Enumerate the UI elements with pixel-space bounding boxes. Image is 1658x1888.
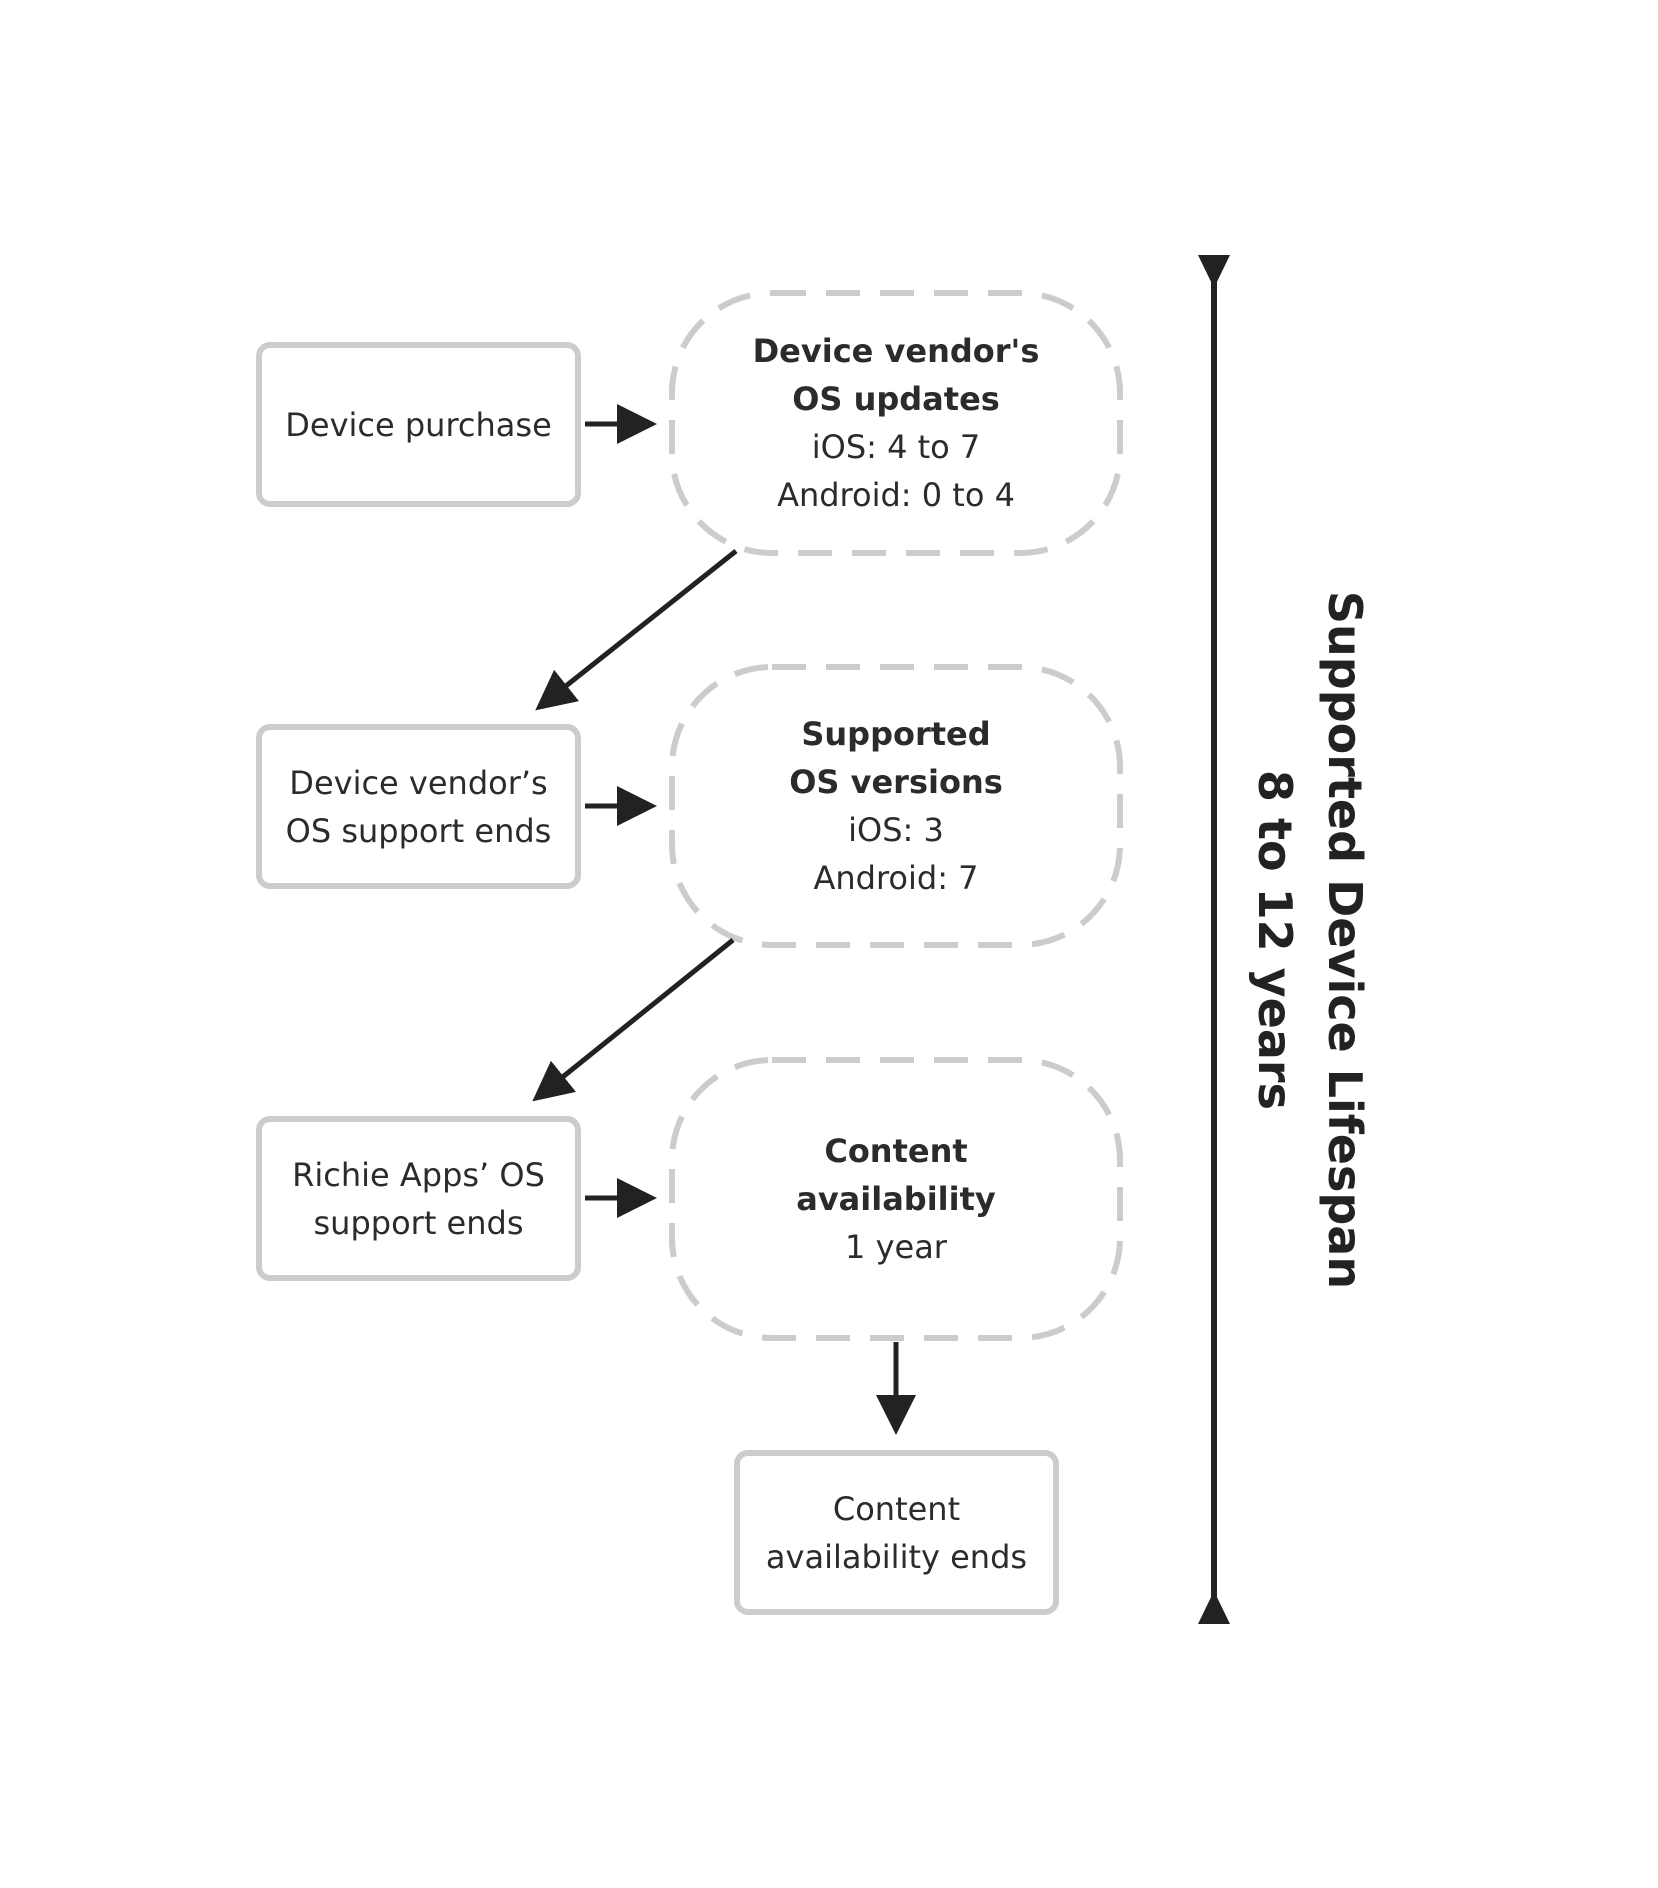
stage-os-updates-detail-2: Android: 0 to 4 xyxy=(777,476,1015,514)
stage-os-updates-title-2: OS updates xyxy=(792,380,1000,418)
lifespan-bar xyxy=(1198,255,1230,1624)
box-vendor-os-support-ends-line-1: Device vendor’s xyxy=(289,763,548,802)
box-content-availability-ends-line-2: availability ends xyxy=(765,1537,1028,1576)
stage-content-availability-text: Content availability 1 year xyxy=(672,1060,1120,1338)
box-richie-os-support-ends: Richie Apps’ OS support ends xyxy=(256,1116,581,1281)
stage-content-availability-title-2: availability xyxy=(796,1180,996,1218)
box-vendor-os-support-ends: Device vendor’s OS support ends xyxy=(256,724,581,889)
stage-supported-os-text: Supported OS versions iOS: 3 Android: 7 xyxy=(672,667,1120,945)
stage-os-updates-title-1: Device vendor's xyxy=(752,332,1040,370)
lifespan-value: 8 to 12 years xyxy=(1248,770,1302,1110)
box-richie-os-support-ends-line-1: Richie Apps’ OS xyxy=(292,1155,545,1194)
stage-supported-os-title-2: OS versions xyxy=(789,763,1003,801)
stage-pill-supported-os xyxy=(669,664,1123,948)
stage-os-updates-text: Device vendor's OS updates iOS: 4 to 7 A… xyxy=(672,293,1120,553)
box-device-purchase-text: Device purchase xyxy=(285,405,552,444)
stage-os-updates-detail-1: iOS: 4 to 7 xyxy=(811,428,981,466)
box-richie-os-support-ends-line-2: support ends xyxy=(313,1203,524,1242)
stage-supported-os-detail-1: iOS: 3 xyxy=(848,811,944,849)
stage-supported-os-title-1: Supported xyxy=(801,715,991,753)
stage-content-availability-detail-1: 1 year xyxy=(845,1228,947,1266)
box-content-availability-ends: Content availability ends xyxy=(734,1450,1059,1615)
lifespan-top-marker xyxy=(1198,255,1230,288)
stage-supported-os-detail-2: Android: 7 xyxy=(813,859,979,897)
box-content-availability-ends-line-1: Content xyxy=(832,1489,961,1528)
arrow-supported-to-richie-end xyxy=(532,938,735,1102)
arrow-updates-to-vendor-end xyxy=(535,549,738,711)
stage-content-availability-title-1: Content xyxy=(824,1132,968,1170)
box-device-purchase: Device purchase xyxy=(256,342,581,507)
box-vendor-os-support-ends-line-2: OS support ends xyxy=(285,811,552,850)
stage-pill-os-updates xyxy=(669,290,1123,556)
lifespan-bottom-marker xyxy=(1198,1591,1230,1624)
stage-pill-content-availability xyxy=(669,1057,1123,1341)
lifespan-title: Supported Device Lifespan xyxy=(1318,590,1372,1290)
